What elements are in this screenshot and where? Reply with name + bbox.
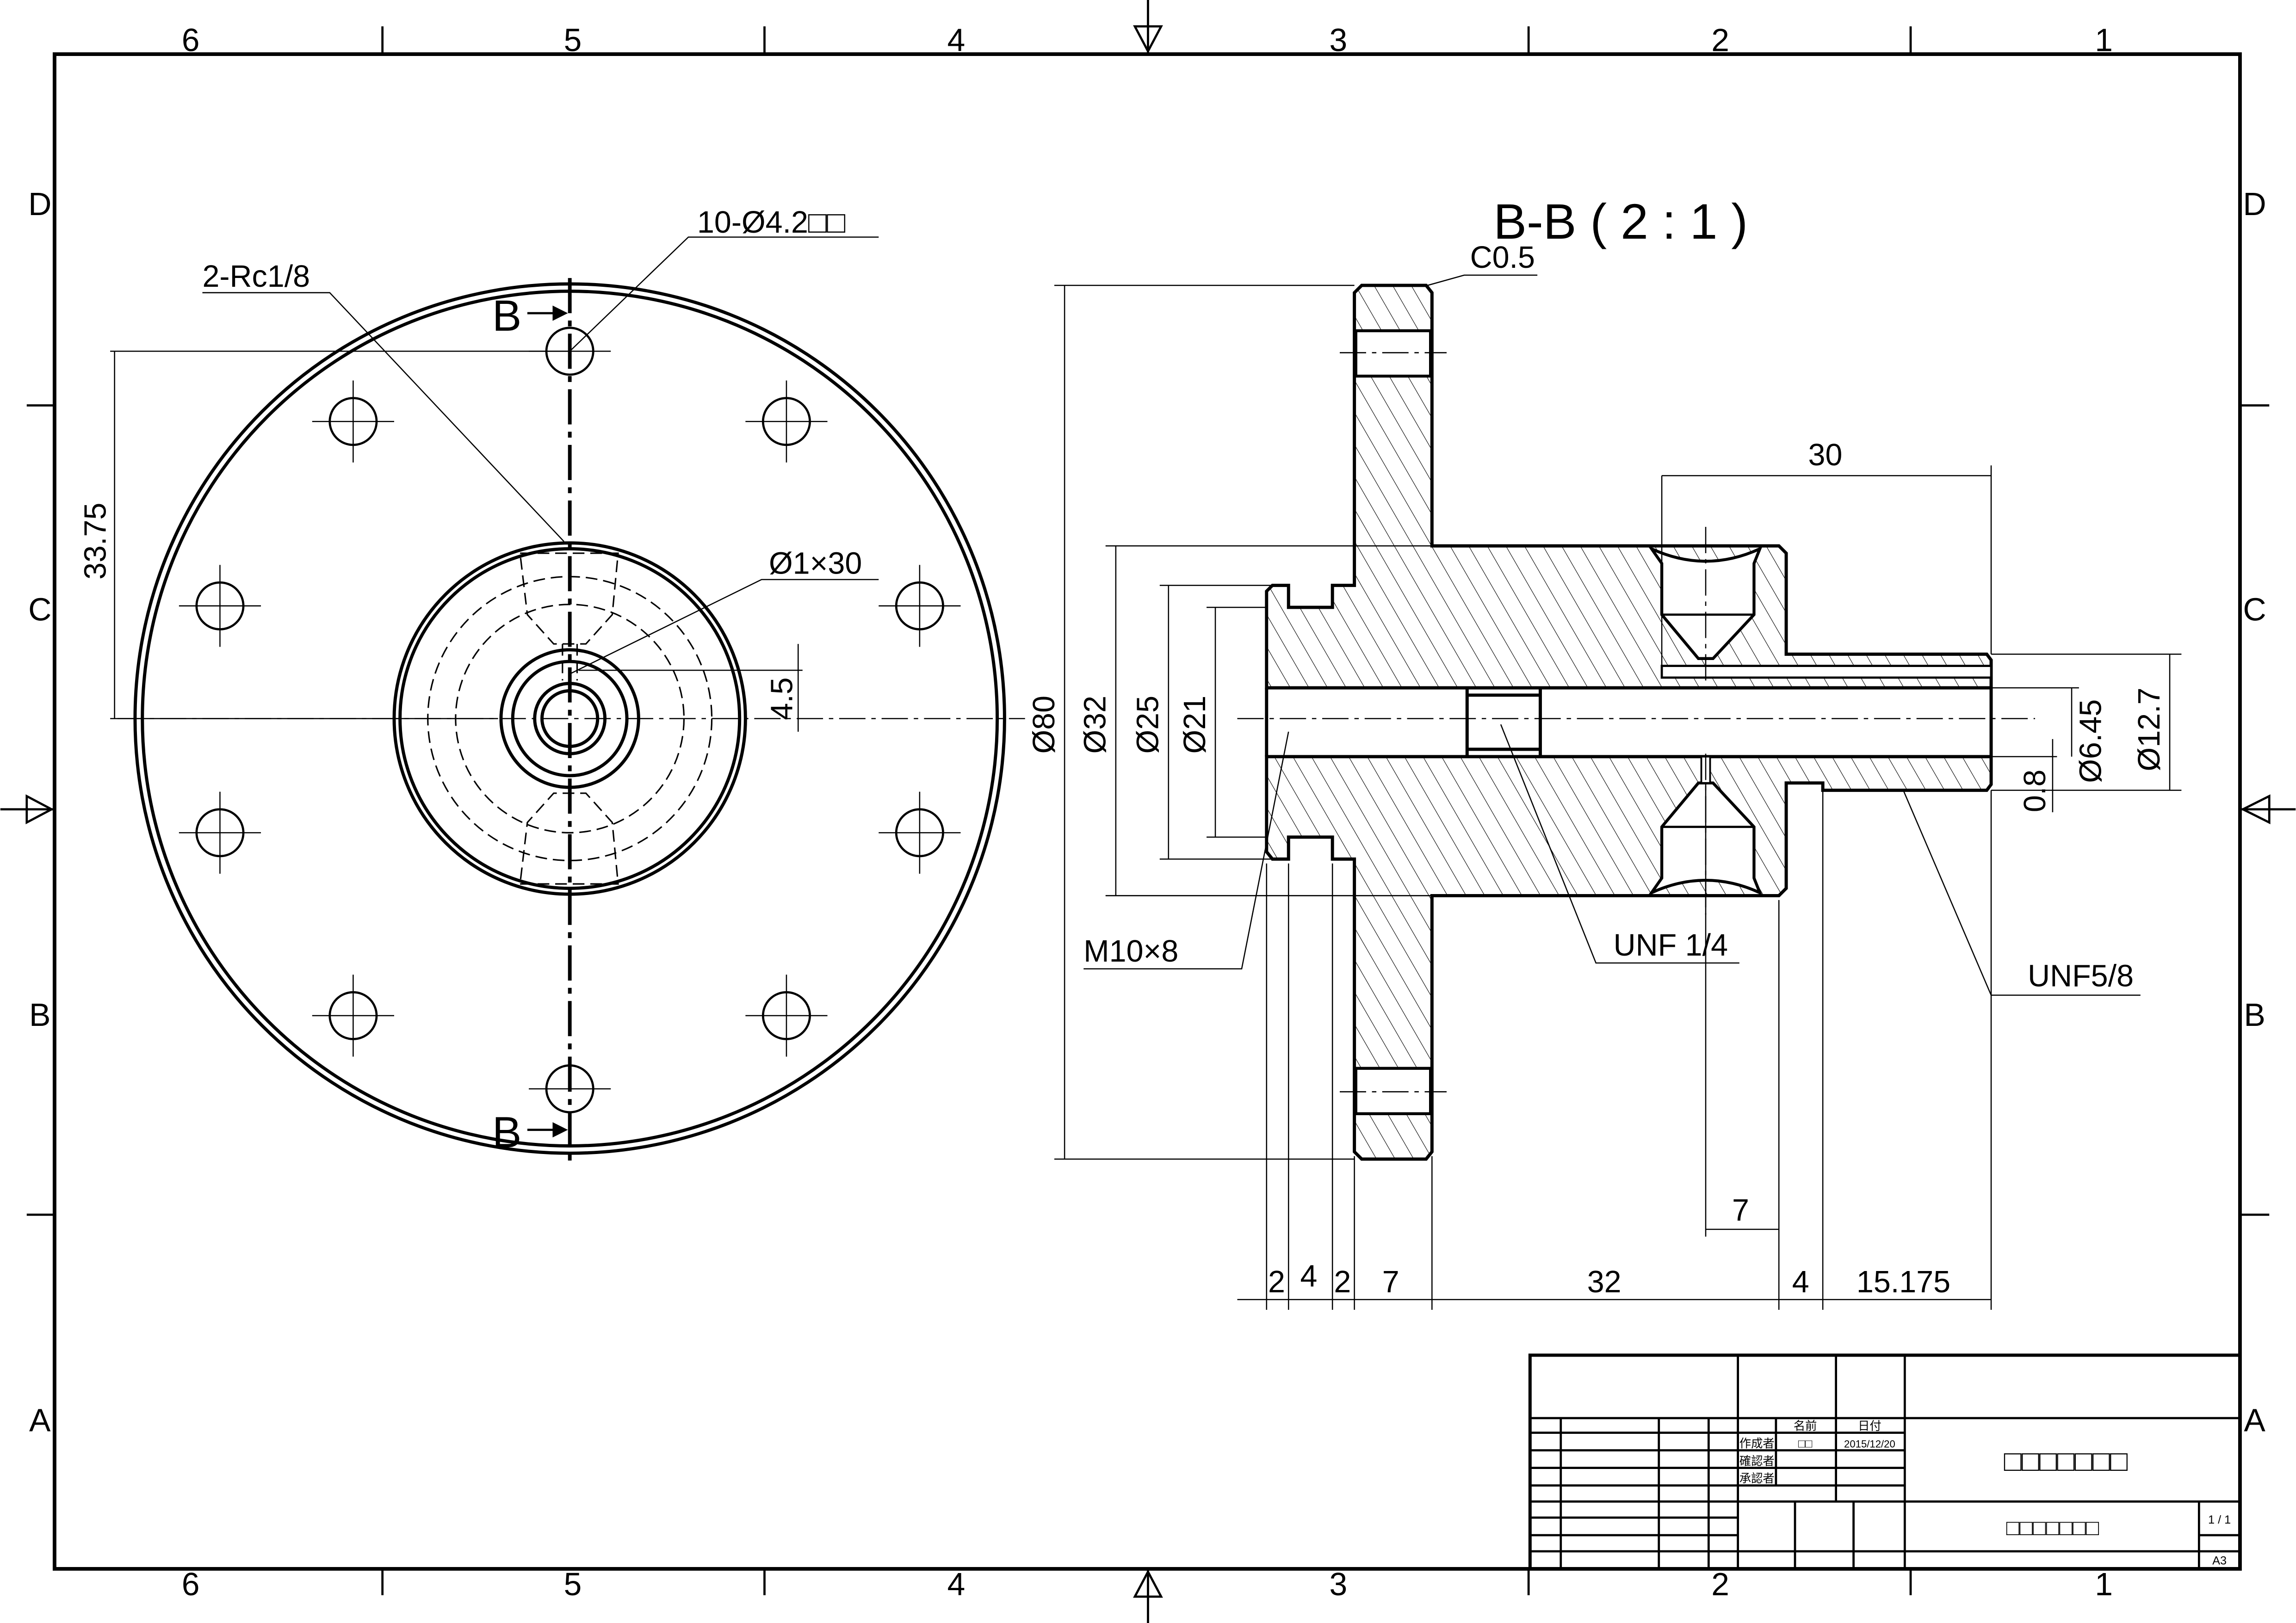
tb-sheet: 1 / 1 <box>2208 1513 2231 1526</box>
dim-dia-12-7: Ø12.7 <box>2132 688 2166 771</box>
zone-bottom-5: 5 <box>564 1566 582 1602</box>
hole-note: 10-Ø4.2□□ <box>697 205 845 240</box>
front-view: B B 10-Ø4.2□□ 2-Rc1/8 Ø1×30 33.75 4.5 <box>79 205 1025 1164</box>
zone-top-2: 2 <box>1711 22 1729 58</box>
title-block: 名前 日付 作成者 確認者 承認者 □□ 2015/12/20 □□□□□□□ … <box>1528 1353 2242 1571</box>
zone-left-D: D <box>28 186 51 222</box>
zone-right-A: A <box>2244 1402 2265 1438</box>
zone-top-1: 1 <box>2095 22 2113 58</box>
zone-top-3: 3 <box>1329 22 1347 58</box>
section-mark-bottom: B <box>492 1108 521 1157</box>
dim-dia-6-45: Ø6.45 <box>2073 699 2108 783</box>
dim-bottom-7: 7 <box>1382 1265 1399 1299</box>
dim-dia-80: Ø80 <box>1027 696 1061 754</box>
section-view: B-B ( 2 : 1 ) <box>1027 194 2182 1310</box>
zone-right-D: D <box>2243 186 2266 222</box>
zone-bottom-6: 6 <box>182 1566 200 1602</box>
section-body <box>1237 284 2035 1161</box>
zone-bottom-3: 3 <box>1329 1566 1347 1602</box>
tb-author-name: □□ <box>1798 1437 1813 1450</box>
zone-top-4: 4 <box>947 22 965 58</box>
dim-bottom-15-175: 15.175 <box>1857 1265 1950 1299</box>
dim-7-upper: 7 <box>1732 1193 1749 1228</box>
zone-labels: 6 5 4 3 2 1 6 5 4 3 2 1 D C B A D C B A <box>28 22 2266 1602</box>
tb-col-date: 日付 <box>1858 1419 1881 1432</box>
zone-bottom-4: 4 <box>947 1566 965 1602</box>
dim-dia-21: Ø21 <box>1178 696 1212 754</box>
dim-dia-32: Ø32 <box>1078 696 1113 754</box>
dim-bottom-32: 32 <box>1587 1265 1621 1299</box>
tb-size: A3 <box>2212 1554 2227 1567</box>
zone-bottom-1: 1 <box>2095 1566 2113 1602</box>
zone-right-C: C <box>2243 592 2266 628</box>
dim-33-75: 33.75 <box>79 503 113 580</box>
tb-row-checker: 確認者 <box>1739 1455 1775 1468</box>
tb-drawing-number: □□□□□□□ <box>2006 1516 2099 1540</box>
dim-bottom-2a: 2 <box>1268 1265 1285 1299</box>
thread-m10: M10×8 <box>1083 934 1178 969</box>
tb-row-approver: 承認者 <box>1739 1472 1775 1485</box>
rc-note: 2-Rc1/8 <box>202 259 310 294</box>
section-title: B-B ( 2 : 1 ) <box>1493 194 1748 249</box>
zone-left-B: B <box>29 997 50 1033</box>
dim-4-5: 4.5 <box>765 677 799 720</box>
tb-col-name: 名前 <box>1794 1419 1817 1432</box>
tb-author-date: 2015/12/20 <box>1844 1438 1895 1450</box>
dim-0-8: 0.8 <box>2018 770 2052 812</box>
dim-bottom-2b: 2 <box>1334 1265 1351 1299</box>
thread-unf-1-4: UNF 1/4 <box>1614 928 1728 963</box>
zone-top-6: 6 <box>182 22 200 58</box>
dim-bottom-4a: 4 <box>1300 1259 1318 1293</box>
thread-unf-5-8: UNF5/8 <box>2028 959 2134 994</box>
zone-left-A: A <box>29 1402 51 1438</box>
dim-dia-25: Ø25 <box>1131 696 1165 754</box>
zone-left-C: C <box>28 592 51 628</box>
dim-30: 30 <box>1808 438 1843 472</box>
dim-bottom-4b: 4 <box>1792 1265 1809 1299</box>
zone-top-5: 5 <box>564 22 582 58</box>
section-mark-top: B <box>492 291 521 340</box>
chamfer-note: C0.5 <box>1470 241 1535 275</box>
zone-right-B: B <box>2244 997 2265 1033</box>
zone-bottom-2: 2 <box>1711 1566 1729 1602</box>
tb-row-author: 作成者 <box>1739 1437 1775 1450</box>
small-hole-note: Ø1×30 <box>769 546 862 580</box>
tb-drawing-title: □□□□□□□ <box>2004 1445 2128 1477</box>
